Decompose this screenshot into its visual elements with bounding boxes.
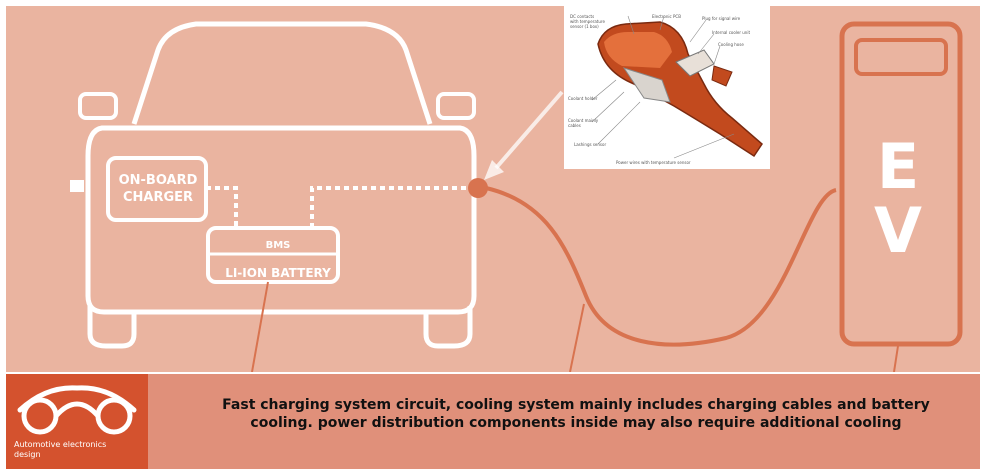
inset-callout: DC contacts with temperature sensor (1 b… — [570, 14, 605, 29]
charging-station — [839, 21, 963, 347]
left-mirror — [78, 92, 118, 120]
left-wheel — [87, 306, 137, 349]
charging-port — [468, 178, 488, 198]
illustration-graphics — [70, 21, 963, 372]
charging-connector-cutaway-inset: DC contacts with temperature sensor (1 b… — [564, 6, 770, 169]
inset-callout: Lashings sensor — [574, 142, 607, 147]
inset-callout: Plug for signal wire — [702, 16, 741, 21]
inset-callout: Cooling hose — [718, 42, 744, 47]
leader-line-battery — [251, 281, 269, 372]
leader-line-cable — [569, 303, 585, 372]
brand-logo-box: Automotive electronics design — [6, 374, 148, 469]
dotted-wire-left — [206, 186, 238, 228]
car-body-outline — [85, 125, 477, 315]
li-ion-battery-label: LI-ION BATTERY — [225, 266, 331, 280]
battery-box — [206, 226, 340, 284]
onboard-charger-label: ON-BOARD CHARGER — [118, 173, 198, 205]
inset-callout: Electronic PCB — [652, 14, 681, 19]
left-side-port — [70, 180, 84, 192]
charging-cable — [485, 186, 837, 347]
inset-pointer-arrow-head — [484, 160, 504, 180]
inset-callout: Coolant holder — [568, 96, 598, 101]
dotted-wire-right — [310, 186, 468, 228]
brand-logo-icon — [17, 385, 137, 435]
charging-station-screen — [854, 38, 948, 76]
leader-line-station — [893, 345, 899, 372]
right-wheel — [423, 306, 473, 349]
brand-logo-text: Automotive electronics design — [14, 440, 107, 459]
car-roof-outline — [131, 21, 433, 125]
ev-letter-e: E — [876, 130, 920, 203]
right-mirror — [436, 92, 476, 120]
inset-callout: Internal cooler unit — [712, 30, 751, 35]
connector-cutaway-drawing — [591, 15, 763, 159]
ev-charging-illustration: ON-BOARD CHARGER BMS LI-ION BATTERY E V — [6, 6, 980, 372]
bms-label: BMS — [265, 240, 291, 251]
inset-callout: Coolant mainly cables — [568, 118, 599, 128]
ev-letter-v: V — [874, 194, 922, 267]
inset-pointer-arrow-line — [494, 90, 564, 170]
caption-banner: Automotive electronics design Fast charg… — [6, 374, 980, 469]
caption-text: Fast charging system circuit, cooling sy… — [222, 397, 930, 431]
inset-callout: Power wires with temperature sensor — [616, 160, 691, 165]
